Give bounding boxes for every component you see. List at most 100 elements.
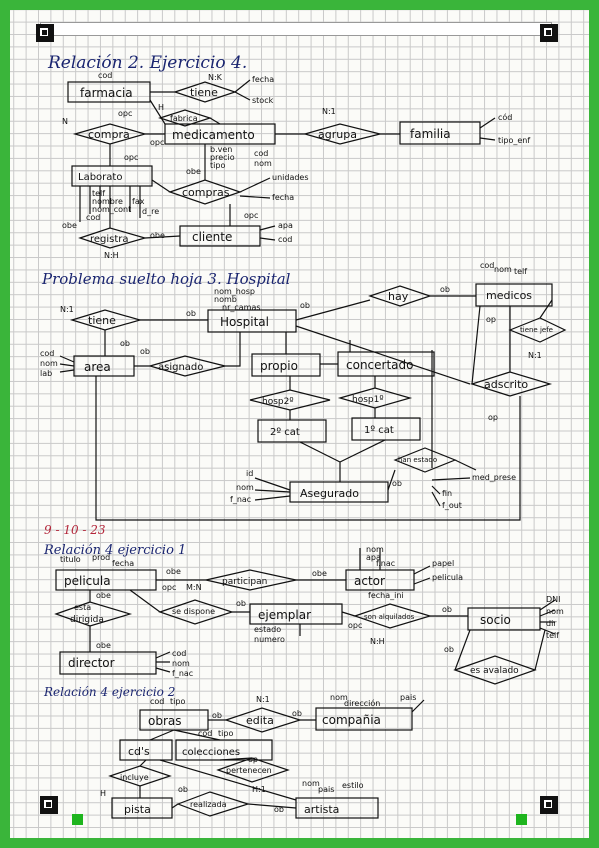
- s1-card-nh: N:H: [104, 251, 119, 260]
- s1-opc-1: opc: [118, 109, 132, 118]
- s1-attr-cod-cl: cod: [278, 235, 292, 244]
- s2-attr-nr-camas: nr_camas: [222, 303, 261, 312]
- s2-tiene-jefe-diamond: [508, 317, 567, 343]
- s2-tiene: tiene: [88, 314, 116, 327]
- s2-hay: hay: [388, 290, 409, 303]
- s4-attr-direccion: dirección: [344, 698, 380, 708]
- s4-attr-estilo: estilo: [342, 781, 364, 790]
- s2-card-n11: N:1: [528, 351, 542, 360]
- s3-dirigida-diamond: [54, 601, 133, 627]
- s2-attr-f-out: f_out: [442, 501, 462, 510]
- s2-medicos-box: [475, 283, 553, 307]
- s3-esta: esta: [74, 603, 91, 612]
- s2-ob-4: ob: [120, 339, 130, 348]
- s1-attr-b-ven: b.ven: [210, 145, 232, 154]
- s2-attr-cod: cod: [480, 261, 494, 270]
- s3-ejemplar: ejemplar: [258, 608, 311, 622]
- s2-attr-fin: fin: [442, 489, 452, 498]
- s1-agrupa: agrupa: [318, 128, 357, 141]
- s3-socio: socio: [480, 613, 511, 627]
- s3-attr-apa: apa: [366, 553, 381, 562]
- s3-attr-nom: nom: [366, 545, 384, 554]
- s3-actor: actor: [354, 574, 385, 588]
- s3-attr-fecha-ini: fecha_ini: [368, 591, 404, 600]
- s2-tiene-jefe: tiene jefe: [520, 326, 553, 334]
- s1-attr-nom-m: nom: [254, 159, 272, 168]
- s2-attr-lab-area: lab: [40, 369, 52, 378]
- s3-attr-fecha: fecha: [112, 559, 134, 568]
- s3-attr-dni: DNI: [546, 595, 561, 604]
- s4-ob-4: ob: [274, 805, 284, 814]
- s1-title: Relación 2. Ejercicio 4.: [47, 53, 247, 73]
- s2-ob-5: ob: [140, 347, 150, 356]
- s4-cds: cd's: [128, 745, 150, 758]
- s2-attr-telf: telf: [514, 267, 527, 276]
- s2-ob-1: ob: [186, 309, 196, 318]
- s3-attr-pelicula: pelicula: [432, 573, 463, 582]
- s1-farmacia: farmacia: [80, 86, 133, 100]
- s3-attr-numero: numero: [254, 635, 285, 644]
- green-square-left: [72, 814, 83, 825]
- s4-title: Relación 4 ejercicio 2: [43, 685, 175, 699]
- s1-card-n1: N:1: [322, 107, 336, 116]
- s2-attr-cod-area: cod: [40, 349, 54, 358]
- s4-attr-pais: pais: [400, 693, 416, 702]
- s1-tiene: tiene: [190, 86, 218, 99]
- s3-dirigida: dirigida: [70, 615, 104, 625]
- s1-attr-cod: cod: [98, 71, 112, 80]
- s1-attr-nombre: nombre: [92, 197, 123, 206]
- s3-socio-box: [467, 607, 541, 631]
- s2-cat1: 1º cat: [364, 425, 394, 436]
- s1-attr-tipo-enf: tipo_enf: [498, 136, 530, 145]
- s3-attr-titulo: titulo: [60, 555, 81, 564]
- s4-artista: artista: [304, 803, 339, 816]
- s1-attr-dire: d_re: [142, 207, 159, 216]
- s4-attr-cod: cod: [150, 697, 164, 706]
- s2-attr-id: id: [246, 469, 253, 478]
- s2-attr-nom-hosp: nom_hosp: [214, 287, 255, 296]
- s3-attr-prod: prod: [92, 553, 110, 562]
- s4-op-1: op: [248, 755, 258, 764]
- s3-attr-papel: papel: [432, 559, 454, 568]
- s1-laboratorio-box: [71, 165, 153, 187]
- s3-obe-3: obe: [96, 641, 111, 650]
- s2-hospital-box: [207, 309, 297, 333]
- s4-ob-1: ob: [212, 711, 222, 720]
- s3-alquilados: son alquilados: [364, 613, 415, 621]
- s1-medicamento: medicamento: [172, 128, 255, 142]
- s1-obe-1: obe: [186, 167, 201, 176]
- s4-attr-tipo2: tipo: [218, 729, 233, 738]
- s3-director: director: [68, 656, 115, 670]
- s3-opc-2: opc: [348, 621, 362, 630]
- s2-card-n11b: N:1: [60, 305, 74, 314]
- s2-hospital: Hospital: [220, 315, 269, 329]
- green-square-right: [516, 814, 527, 825]
- s2-hosp1-diamond: [337, 387, 413, 409]
- s2-hosp2-diamond: [249, 389, 331, 411]
- s3-opc-1: opc: [162, 583, 176, 592]
- s2-adscrito-diamond: [470, 371, 553, 397]
- s3-participan: participan: [222, 577, 267, 587]
- s2-ob-3: ob: [440, 285, 450, 294]
- s3-attr-cod-d: cod: [172, 649, 186, 658]
- s2-propio: propio: [260, 359, 298, 373]
- s3-ob-2: ob: [442, 605, 452, 614]
- s3-avalado: es avalado: [470, 666, 519, 676]
- s4-obras: obras: [148, 714, 182, 728]
- s4-incluye: incluye: [120, 773, 149, 782]
- s2-hosp2: hosp2º: [262, 397, 294, 407]
- s1-opc-3: opc: [124, 153, 138, 162]
- s1-laboratorio: Laborato: [78, 172, 122, 183]
- s3-ob-1: ob: [236, 599, 246, 608]
- corner-marker-bottom-right: [540, 796, 558, 814]
- s2-hon-estado: han estado: [398, 456, 437, 464]
- s4-card-n1: N:1: [256, 695, 270, 704]
- s1-registra: registra: [90, 234, 129, 245]
- s3-attr-nom-d: nom: [172, 659, 190, 668]
- s3-dispone: se dispone: [172, 607, 215, 616]
- s2-attr-med-prese: med_prese: [472, 473, 516, 482]
- s3-attr-fnac-d: f_nac: [172, 669, 193, 678]
- s2-attr-nomb: nomb: [214, 295, 237, 304]
- s1-obe-3: obe: [150, 231, 165, 240]
